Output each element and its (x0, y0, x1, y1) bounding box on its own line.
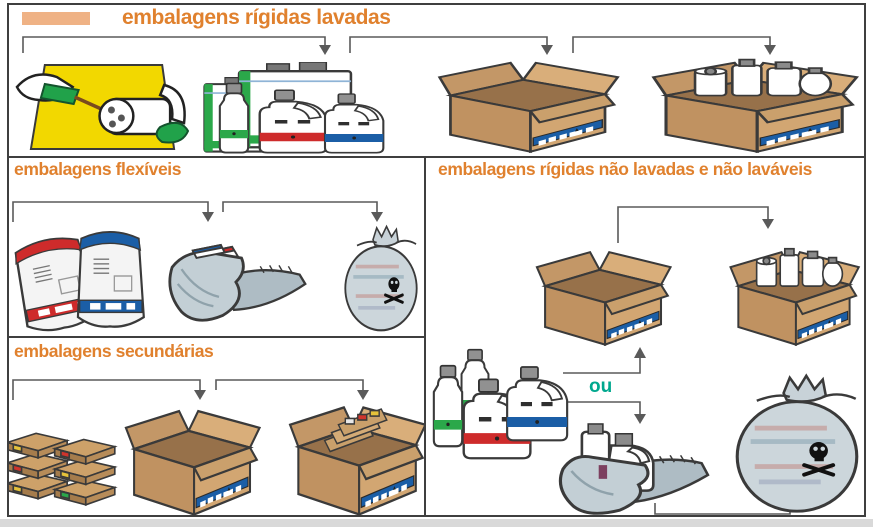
panel-title-rigid-unwashed: embalagens rígidas não lavadas e não lav… (438, 159, 812, 179)
washed-containers-illustration (203, 62, 385, 154)
box-with-flattened-boxes-illustration (290, 407, 424, 514)
panel-rigid-washed: embalagens rígidas lavadas (9, 5, 864, 156)
panel-title-flexible: embalagens flexíveis (14, 159, 182, 179)
open-bag-with-packs-illustration (168, 243, 307, 322)
flow-connectors-rigid-washed (22, 36, 771, 53)
unwashed-containers-illustration (432, 348, 569, 460)
flow-connectors-flexible (12, 201, 378, 222)
flow-arrowheads (202, 212, 383, 222)
panel-title-secondary: embalagens secundárias (14, 341, 214, 361)
flattened-boxes-stack-illustration (9, 432, 116, 506)
empty-open-box-illustration (440, 63, 618, 152)
panel-flexible: embalagens flexíveis (9, 158, 424, 336)
panel-rigid-unwashed: embalagens rígidas não lavadas e não lav… (426, 158, 865, 517)
tied-skull-bag-illustration (343, 224, 419, 332)
flexible-pouches-illustration (9, 230, 145, 336)
or-label: ou (589, 376, 613, 397)
panel-title-rigid-washed: embalagens rígidas lavadas (122, 6, 391, 29)
divider-horizontal-left (7, 336, 426, 338)
flow-arrowheads (194, 390, 369, 400)
outer-frame (7, 3, 866, 517)
legend-color-bar (22, 11, 90, 25)
tied-skull-bag-illustration (737, 376, 857, 511)
panel-secondary: embalagens secundárias (9, 338, 424, 517)
divider-horizontal-top (7, 156, 866, 158)
empty-open-box-illustration (126, 411, 260, 514)
box-with-containers-illustration (654, 60, 857, 152)
box-with-unwashed-containers-illustration (730, 249, 858, 345)
footer-strip (0, 519, 873, 527)
flow-connectors-secondary (12, 379, 364, 400)
open-bag-with-jugs-illustration (558, 422, 710, 515)
flow-arrowheads (319, 45, 776, 55)
triple-rinse-hands-illustration (15, 63, 190, 151)
empty-open-box-illustration (537, 252, 671, 344)
